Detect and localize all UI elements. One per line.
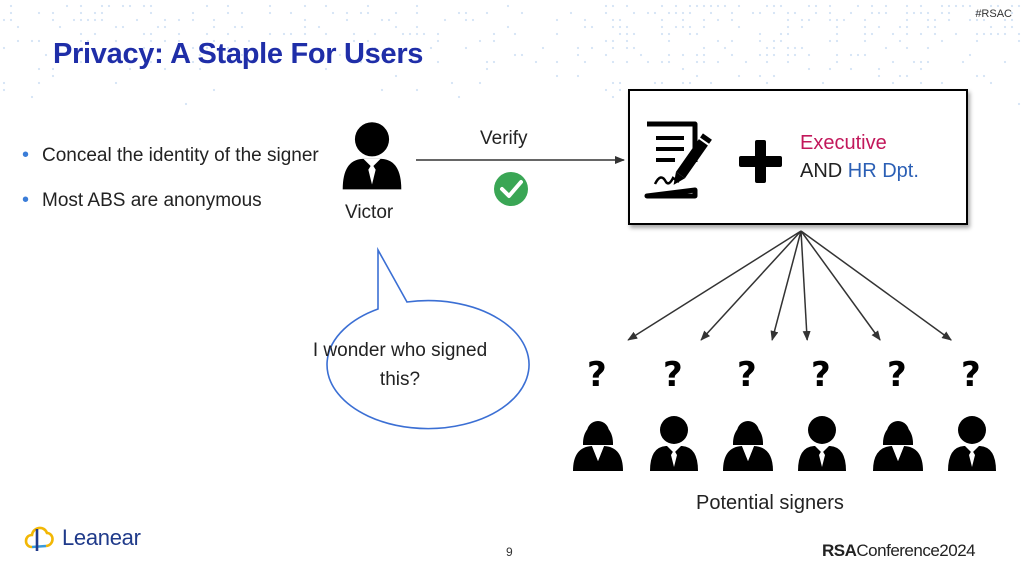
rsa-logo-rest: Conference xyxy=(856,541,939,560)
signer-arrow xyxy=(801,231,880,340)
policy-role-hr: HR Dpt. xyxy=(848,160,919,182)
female-signer-icon xyxy=(573,421,623,471)
signer-arrow xyxy=(801,231,807,340)
signer-arrow xyxy=(628,231,801,340)
signed-document-icon xyxy=(647,124,712,196)
leanear-logo-text: Leanear xyxy=(62,525,141,551)
policy-role-executive: Executive xyxy=(800,132,887,155)
policy-connector: AND xyxy=(800,160,842,182)
male-signer-icon xyxy=(798,416,846,471)
question-mark: ? xyxy=(663,355,683,395)
male-signer-icon xyxy=(948,416,996,471)
male-signer-icon xyxy=(650,416,698,471)
leanear-logo: Leanear xyxy=(22,520,141,556)
leanear-logo-icon xyxy=(22,521,56,555)
signer-group xyxy=(573,416,996,471)
rsa-logo-year: 2024 xyxy=(939,541,975,560)
female-signer-icon xyxy=(873,421,923,471)
rsa-conference-logo: RSAConference2024 xyxy=(822,541,975,561)
question-mark: ? xyxy=(887,355,907,395)
plus-icon xyxy=(739,140,782,183)
signer-arrow xyxy=(801,231,951,340)
female-signer-icon xyxy=(723,421,773,471)
question-mark: ? xyxy=(587,355,607,395)
rsa-logo-bold: RSA xyxy=(822,541,856,560)
question-mark: ? xyxy=(811,355,831,395)
verify-label: Verify xyxy=(480,128,528,150)
thought-text: I wonder who signed this? xyxy=(310,336,490,394)
question-mark: ? xyxy=(737,355,757,395)
signer-arrows xyxy=(628,231,951,340)
signers-label: Potential signers xyxy=(696,492,844,515)
verifier-label: Victor xyxy=(345,202,393,224)
policy-role-line: AND HR Dpt. xyxy=(800,160,919,183)
page-number: 9 xyxy=(506,545,513,559)
checkmark-icon xyxy=(494,172,528,206)
question-mark: ? xyxy=(961,355,981,395)
person-icon xyxy=(343,122,402,189)
